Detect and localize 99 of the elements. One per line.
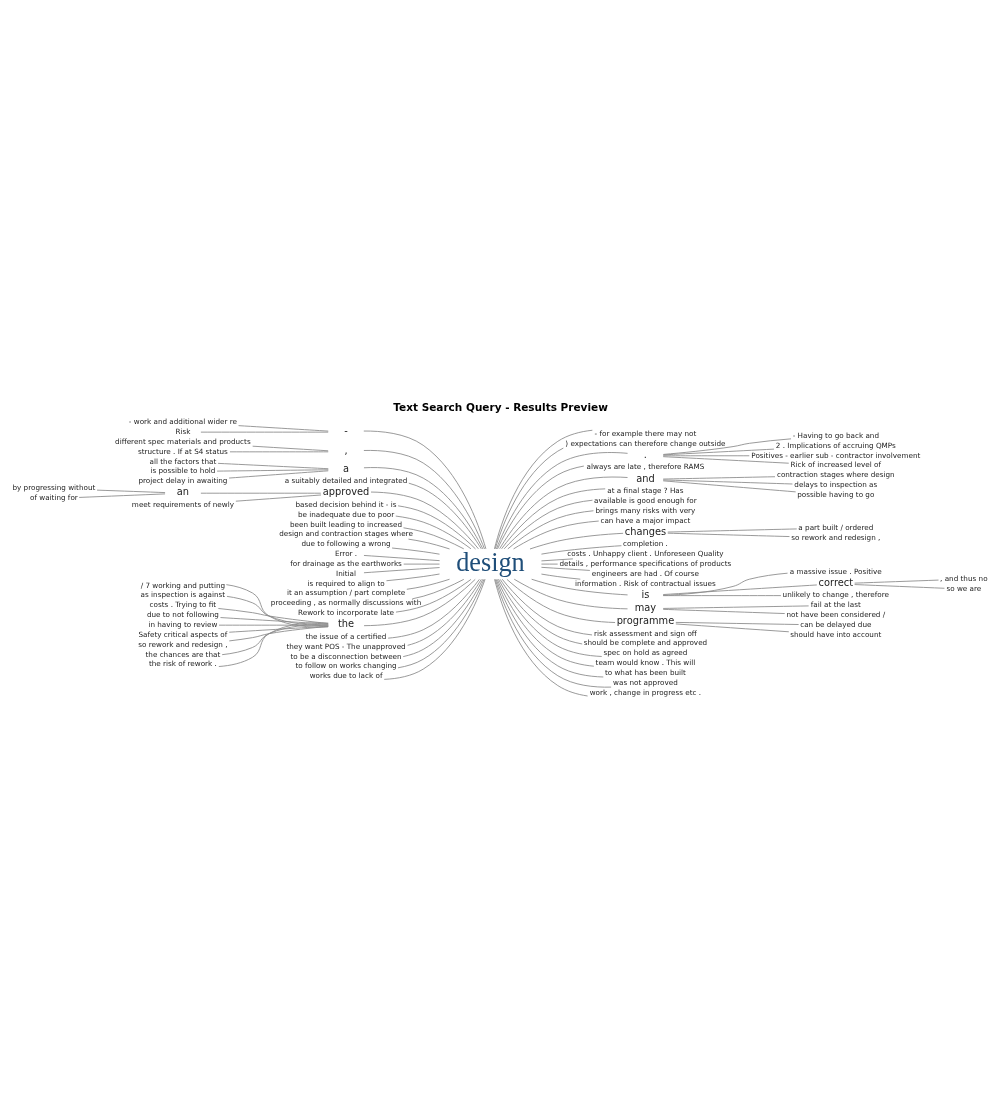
connector [363,578,476,626]
connector [662,475,776,479]
connector [217,607,329,624]
connector [662,605,810,609]
connector [395,578,472,613]
connector [662,479,793,484]
node-text: programme [616,614,675,626]
connector [499,578,583,644]
connector [363,449,485,549]
connector [386,573,440,581]
connector [228,625,329,641]
node-text: changes [624,525,667,537]
connector [221,623,329,655]
connector [662,448,775,455]
connector [494,578,588,696]
connector [383,578,486,680]
node-text: design [456,547,525,577]
connector [675,623,790,632]
connector [391,547,440,555]
connector [200,431,329,433]
connector [402,578,484,657]
connector [363,430,487,549]
connector [854,579,939,584]
node-text: . [643,448,647,460]
connector [220,616,329,625]
connector [541,563,559,565]
connector [218,624,329,626]
node-text: is [641,588,650,600]
connector [499,476,628,549]
node-text: may [634,601,657,613]
connector [228,469,329,478]
connector [494,429,593,549]
connector [854,583,945,589]
connector [229,450,329,452]
connector [662,572,788,596]
node-text: a [343,462,350,474]
connector [662,454,750,456]
connector [397,504,476,549]
node-text: correct [818,576,854,588]
connector [501,487,606,549]
connector [541,573,581,580]
connector [667,532,790,537]
connector [498,578,603,657]
connector [238,424,329,432]
connector [541,557,574,561]
connector [662,584,818,595]
node-text: and [636,472,655,484]
connector [363,554,441,561]
connector [663,437,792,455]
connector [506,578,616,623]
connector [494,578,612,688]
connector [218,621,329,667]
connector [507,509,594,549]
connector [531,578,628,595]
connector [397,578,485,668]
node-text: the [337,617,355,629]
connector [496,578,595,667]
node-text: an [176,485,190,497]
node-text: , [344,444,348,456]
connector [662,594,782,596]
connector [395,515,472,549]
connector [541,566,591,571]
connector [411,578,465,599]
connector [541,544,622,555]
connector [403,563,440,565]
connector [501,578,593,635]
connector [662,608,786,614]
connector [370,491,479,549]
connector [387,578,480,639]
node-text: - [344,424,348,436]
connector [497,465,585,549]
connector [363,466,484,549]
connector [407,578,482,646]
node-text: approved [322,485,370,497]
connector [513,578,628,609]
connector [78,492,166,498]
connector [513,520,600,549]
connector [495,451,628,549]
connector [235,494,322,502]
connector [217,462,329,469]
connector [403,526,465,549]
connector [225,583,329,628]
connector [529,532,624,549]
connector [408,538,450,549]
connector [667,528,798,532]
connector [252,445,329,451]
connector [200,492,322,494]
connector [363,566,441,573]
connector [662,455,790,464]
connector [216,468,329,472]
connector [503,499,593,549]
connector [494,447,564,549]
connector [662,479,797,492]
diagram-title: Text Search Query - Results Preview [393,400,608,413]
connector [675,621,800,625]
connector [495,578,604,677]
connector [406,578,450,590]
connector [408,482,482,549]
connector [96,489,166,493]
